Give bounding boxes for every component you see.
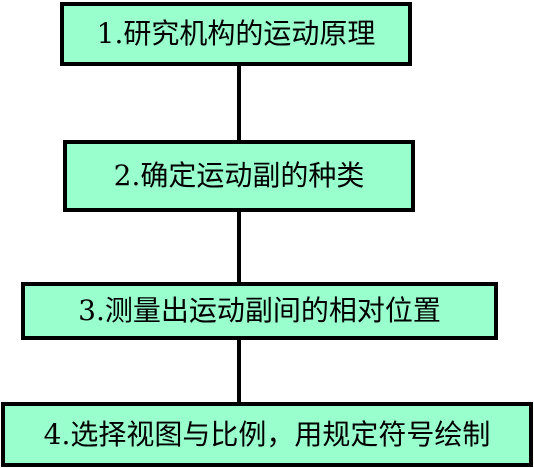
step-label-3: 3.测量出运动副间的相对位置 (78, 294, 441, 327)
step-box-2: 2.确定运动副的种类 (63, 140, 415, 212)
connector-line-2-3 (237, 210, 241, 284)
step-box-3: 3.测量出运动副间的相对位置 (21, 282, 498, 340)
step-label-2: 2.确定运动副的种类 (113, 159, 365, 192)
step-label-4: 4.选择视图与比例，用规定符号绘制 (43, 417, 491, 451)
connector-line-1-2 (237, 64, 241, 142)
step-label-1: 1.研究机构的运动原理 (96, 17, 376, 50)
step-box-1: 1.研究机构的运动原理 (60, 2, 412, 66)
connector-line-3-4 (237, 338, 241, 404)
step-box-4: 4.选择视图与比例，用规定符号绘制 (1, 402, 533, 467)
